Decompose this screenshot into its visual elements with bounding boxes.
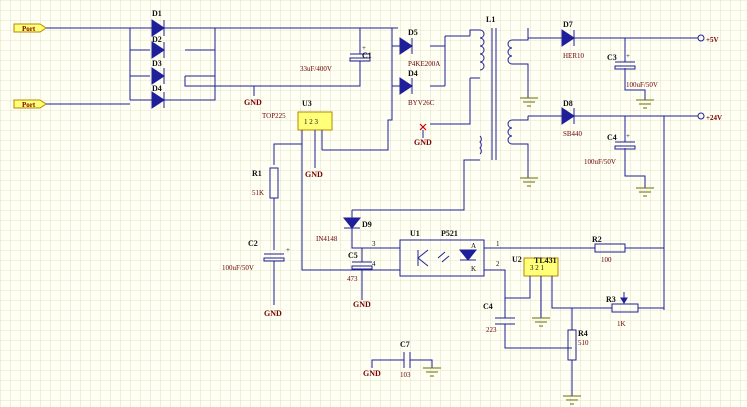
bridge-wires bbox=[46, 27, 392, 105]
gnd-symbol-sec2 bbox=[520, 177, 538, 187]
svg-text:+: + bbox=[626, 132, 630, 140]
capacitor-c7[interactable]: C7 103 GND bbox=[363, 340, 441, 379]
port-input-top[interactable]: Port bbox=[13, 23, 47, 33]
diode-d2[interactable]: D2 bbox=[151, 35, 165, 59]
val-r4: 510 bbox=[578, 339, 589, 347]
output-5v[interactable]: +5V bbox=[697, 34, 719, 44]
val-c7: 103 bbox=[400, 371, 411, 379]
output-5v-label: +5V bbox=[706, 36, 719, 44]
diode-d4-snubber[interactable]: D4 BYV26C bbox=[399, 69, 435, 107]
svg-text:A: A bbox=[471, 242, 476, 250]
zener-d5[interactable]: D5 P4KE200A bbox=[399, 28, 440, 68]
capacitor-c3[interactable]: + C3 100uF/50V bbox=[607, 38, 658, 109]
val-d8: SB440 bbox=[563, 130, 583, 138]
port-label: Port bbox=[22, 101, 36, 109]
val-d4b: BYV26C bbox=[408, 99, 435, 107]
ref-u3: U3 bbox=[302, 99, 312, 108]
svg-text:+: + bbox=[362, 44, 366, 52]
svg-text:GND: GND bbox=[353, 300, 371, 309]
snubber-wires bbox=[322, 27, 470, 151]
val-c4: 100uF/50V bbox=[584, 158, 616, 166]
output-24v[interactable]: +24V bbox=[697, 112, 722, 122]
val-d5: P4KE200A bbox=[408, 60, 440, 68]
resistor-r2[interactable]: R2 100 bbox=[592, 235, 626, 264]
ref-c7: C7 bbox=[400, 340, 410, 349]
capacitor-c4-223[interactable]: C4 223 bbox=[483, 300, 572, 349]
svg-text:GND: GND bbox=[363, 369, 381, 378]
no-connect-marker: GND bbox=[414, 123, 432, 147]
ref-d3: D3 bbox=[152, 59, 162, 68]
ref-r4: R4 bbox=[578, 329, 588, 338]
val-r2: 100 bbox=[601, 256, 612, 264]
port-input-bottom[interactable]: Port bbox=[13, 99, 47, 109]
ic-u3[interactable]: 1 2 3 U3 TOP225 bbox=[262, 99, 333, 131]
u3-pins: 1 2 3 bbox=[304, 118, 319, 126]
diode-d3[interactable]: D3 bbox=[151, 59, 165, 85]
ic-u2[interactable]: 3 2 1 U2 TL431 bbox=[512, 255, 559, 277]
ref-d4b: D4 bbox=[408, 69, 418, 78]
potentiometer-r3[interactable]: R3 1K bbox=[572, 292, 664, 328]
svg-text:GND: GND bbox=[414, 138, 432, 147]
ref-c1: C1 bbox=[362, 51, 372, 60]
ref-d7: D7 bbox=[563, 20, 573, 29]
svg-text:GND: GND bbox=[264, 309, 282, 318]
ref-u1: U1 bbox=[410, 229, 420, 238]
diode-d8[interactable]: D8 SB440 bbox=[561, 99, 583, 138]
val-c5: 473 bbox=[347, 275, 358, 283]
ref-c5: C5 bbox=[348, 251, 358, 260]
port-label: Port bbox=[22, 25, 36, 33]
val-u3: TOP225 bbox=[262, 112, 286, 120]
val-u1: P521 bbox=[441, 229, 458, 238]
ref-c4: C4 bbox=[607, 133, 617, 142]
svg-text:4: 4 bbox=[372, 260, 376, 268]
ref-l1: L1 bbox=[486, 15, 495, 24]
ref-d8: D8 bbox=[563, 99, 573, 108]
ref-c2: C2 bbox=[248, 239, 258, 248]
ref-d5: D5 bbox=[408, 28, 418, 37]
val-c3: 100uF/50V bbox=[626, 81, 658, 89]
val-d9: IN4148 bbox=[316, 235, 338, 243]
ref-c3: C3 bbox=[607, 53, 617, 62]
svg-text:GND: GND bbox=[244, 98, 262, 107]
diode-d4[interactable]: D4 bbox=[151, 84, 165, 109]
u2-pins: 3 2 1 bbox=[530, 264, 545, 272]
ref-d4: D4 bbox=[152, 84, 162, 93]
diode-d7[interactable]: D7 HER10 bbox=[561, 20, 585, 60]
val-r1: 51K bbox=[252, 189, 264, 197]
ref-d9: D9 bbox=[362, 220, 372, 229]
svg-text:+: + bbox=[626, 52, 630, 60]
val-c6: 223 bbox=[486, 326, 497, 334]
ref-r3: R3 bbox=[606, 295, 616, 304]
capacitor-c4-out[interactable]: + C4 100uF/50V bbox=[584, 116, 654, 197]
ref-c6: C4 bbox=[483, 302, 493, 311]
diode-d1[interactable]: D1 bbox=[151, 9, 165, 37]
ref-r1: R1 bbox=[252, 169, 262, 178]
val-d7: HER10 bbox=[563, 52, 585, 60]
val-r3: 1K bbox=[617, 320, 626, 328]
ref-d1: D1 bbox=[152, 9, 162, 18]
gnd-bridge: GND bbox=[244, 98, 262, 107]
svg-text:K: K bbox=[471, 265, 476, 273]
svg-text:3: 3 bbox=[372, 240, 376, 248]
svg-text:+: + bbox=[286, 246, 290, 254]
val-u2: TL431 bbox=[534, 256, 557, 265]
svg-text:GND: GND bbox=[305, 170, 323, 179]
transformer-l1[interactable]: L1 bbox=[479, 15, 513, 160]
ref-u2: U2 bbox=[512, 255, 522, 264]
ref-d2: D2 bbox=[152, 35, 162, 44]
svg-text:1: 1 bbox=[496, 240, 500, 248]
optocoupler-u1[interactable]: U1 P521 A K bbox=[399, 229, 485, 277]
resistor-r4[interactable]: R4 510 bbox=[563, 308, 589, 405]
gnd-symbol-sec1 bbox=[520, 97, 538, 107]
output-24v-label: +24V bbox=[706, 114, 722, 122]
svg-text:2: 2 bbox=[496, 260, 500, 268]
ref-r2: R2 bbox=[592, 235, 602, 244]
val-c1: 33uF/400V bbox=[300, 65, 332, 73]
val-c2: 100uF/50V bbox=[222, 264, 254, 272]
